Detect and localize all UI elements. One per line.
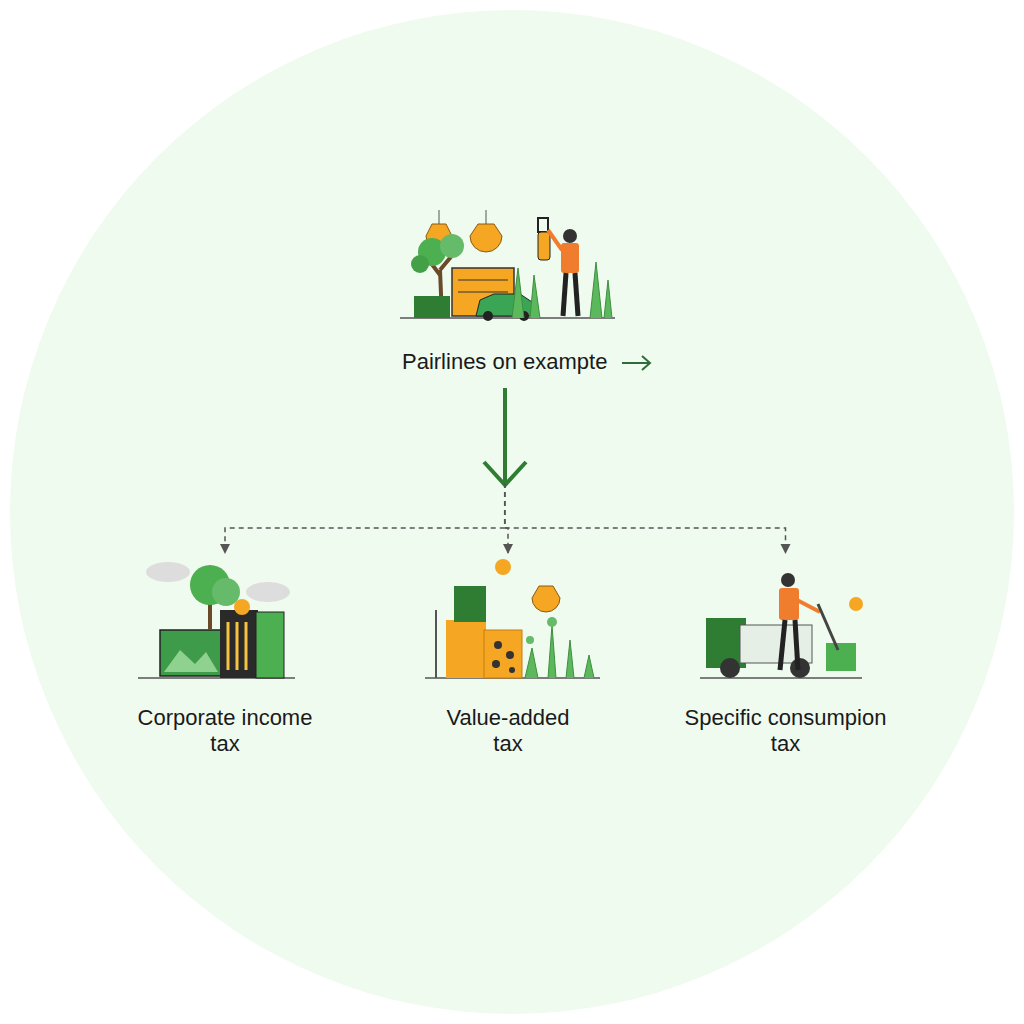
value-added-icon <box>425 559 600 678</box>
tax-label: Specific consumpion tax <box>674 705 897 757</box>
corporate-icon <box>138 562 295 678</box>
background-circle <box>10 10 1014 1014</box>
title-label: Pairlines on exampte <box>402 349 607 375</box>
tax-node: Specific consumpion tax <box>668 555 903 761</box>
source-node: Pairlines on exampte <box>396 210 613 379</box>
tax-label: Value-added tax <box>434 705 582 757</box>
tax-label: Corporate income tax <box>126 705 324 757</box>
right-arrow-symbol <box>622 356 650 370</box>
tax-node: Value-added tax <box>428 555 588 761</box>
split-connector <box>505 483 786 553</box>
consumption-icon <box>700 573 863 678</box>
down-arrow-symbol <box>484 388 526 485</box>
top-illustration <box>400 210 615 321</box>
split-connector <box>225 483 505 553</box>
tax-node: Corporate income tax <box>120 555 330 761</box>
